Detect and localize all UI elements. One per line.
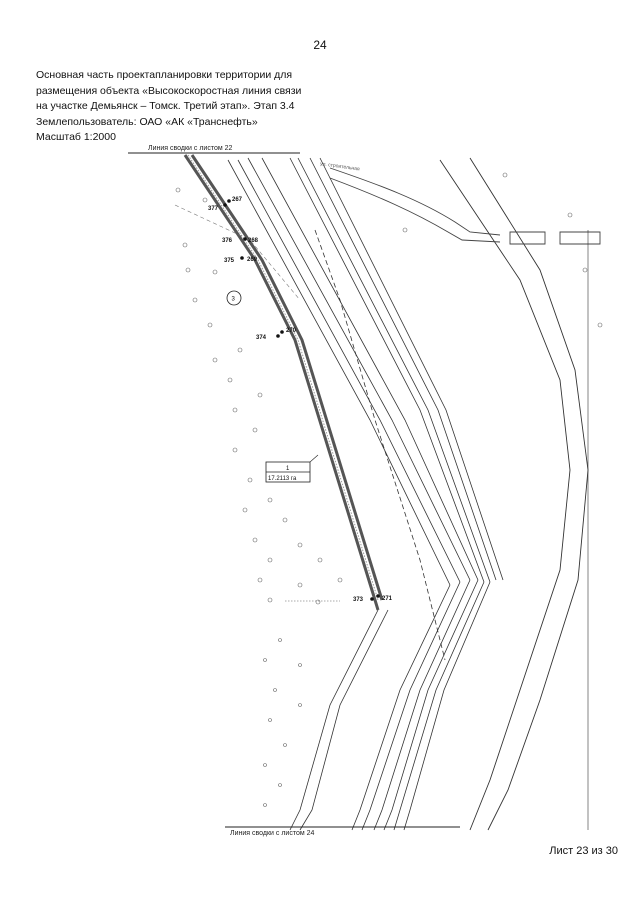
point-267-label: 267 <box>232 197 243 203</box>
svg-text:ул. строительная: ул. строительная <box>320 161 361 173</box>
document-header: Основная часть проектапланировки террито… <box>36 68 336 146</box>
header-line-3: на участке Демьянск – Томск. Третий этап… <box>36 100 295 112</box>
point-268-label: 268 <box>248 238 259 244</box>
bottom-match-line-label: Линия сводки с листом 24 <box>230 830 315 837</box>
header-line-5: Масштаб 1:2000 <box>36 131 116 143</box>
header-line-4: Землепользователь: ОАО «АК «Транснефть» <box>36 115 258 128</box>
point-375-label: 375 <box>224 258 235 264</box>
header-line-2: размещения объекта «Высокоскоростная лин… <box>36 84 302 97</box>
marker-label: 3 <box>232 297 236 303</box>
point-269-label: 269 <box>247 257 258 263</box>
point-271-label: 271 <box>382 596 393 602</box>
point-373-label: 373 <box>353 597 364 603</box>
header-line-1: Основная часть проектапланировки террито… <box>36 69 293 81</box>
page-number: 24 <box>313 38 327 52</box>
point-377-label: 377 <box>208 206 219 212</box>
point-270-label: 270 <box>286 328 297 334</box>
parcel-label: 1 17.2113 га <box>265 454 319 483</box>
sheet-label: Лист 23 из 30 <box>549 845 618 857</box>
parcel-number: 1 <box>286 466 290 472</box>
parcel-area: 17.2113 га <box>268 476 297 482</box>
point-374-label: 374 <box>256 335 267 341</box>
point-376-label: 376 <box>222 238 233 244</box>
top-match-line-label: Линия сводки с листом 22 <box>148 145 233 152</box>
